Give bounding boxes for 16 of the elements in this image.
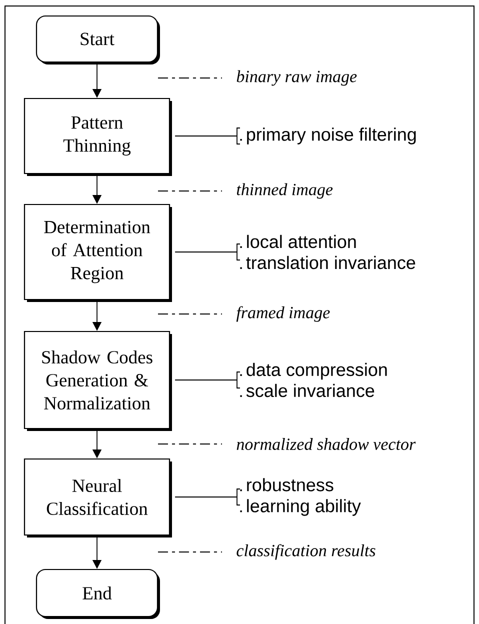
bullet-list: primary noise filtering [236,128,416,144]
process-box: Determination of Attention Region [24,204,172,302]
process-box: Shadow Codes Generation & Normalization [24,330,172,431]
bullet-list: local attention translation invariance [236,234,416,270]
bullet-list: robustness learning ability [236,478,361,516]
annotation-text: classification results [236,544,376,560]
bullet-list: data compression scale invariance [236,362,387,398]
annotation-text: thinned image [236,183,333,199]
process-box: Neural Classification [24,458,172,538]
bracket-connector [174,496,238,498]
terminal-box: End [36,568,160,619]
annotation-text: normalized shadow vector [236,438,416,450]
terminal-box: Start [36,15,160,64]
annotation-text: binary raw image [236,70,357,86]
process-box: Pattern Thinning [24,98,172,176]
annotation-text: framed image [236,306,330,322]
